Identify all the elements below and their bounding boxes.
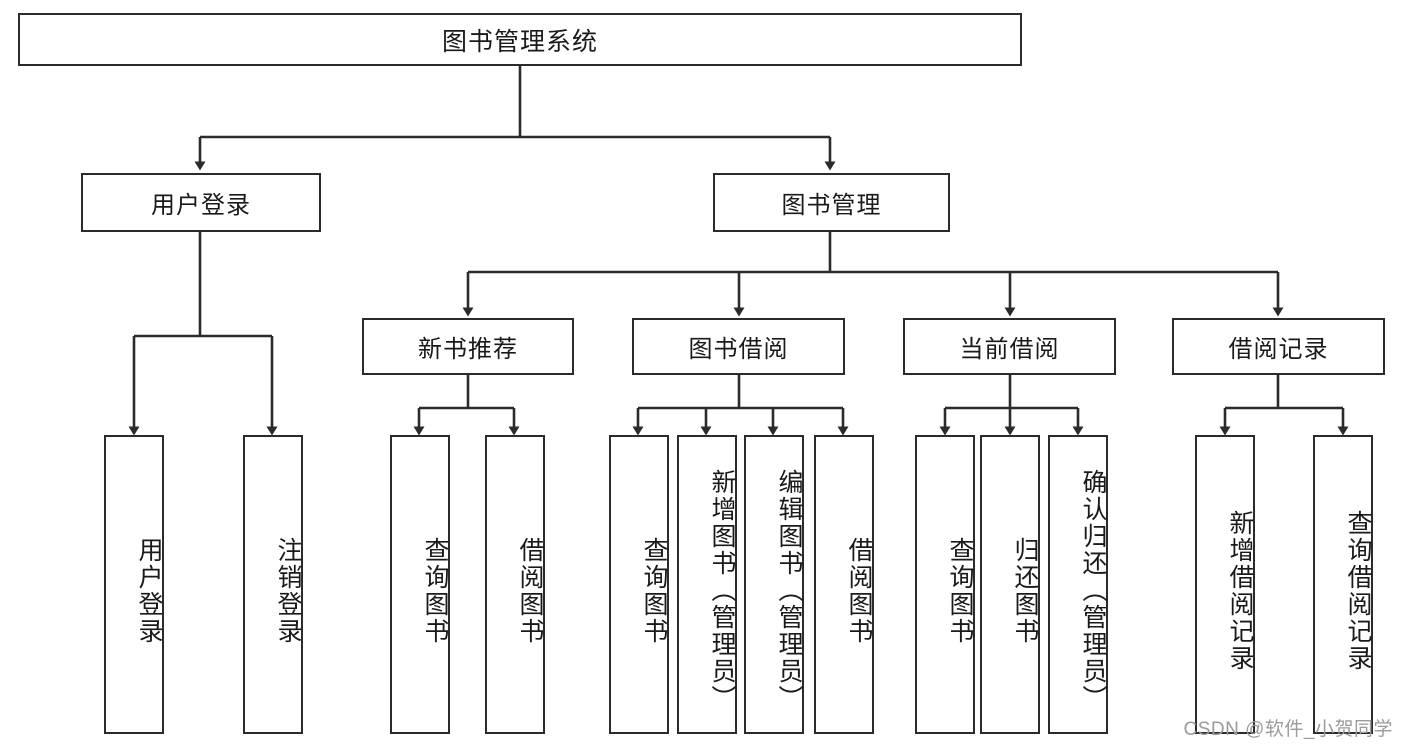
leaf-logout[interactable]: 注销登录 <box>243 435 303 734</box>
node-label: 用户登录 <box>151 192 251 219</box>
node-label: 归还图书 <box>1011 536 1039 645</box>
node-borrow-record[interactable]: 借阅记录 <box>1172 318 1385 375</box>
node-label: 确认归还（管理员） <box>1079 469 1107 712</box>
node-label: 图书管理系统 <box>441 27 598 56</box>
node-label: 图书管理 <box>781 192 882 219</box>
node-label: 新增借阅记录 <box>1226 509 1254 672</box>
leaf-borrow-book[interactable]: 借阅图书 <box>814 435 874 734</box>
node-book-management[interactable]: 图书管理 <box>713 173 950 232</box>
leaf-user-login[interactable]: 用户登录 <box>104 435 164 734</box>
leaf-add-borrow-record[interactable]: 新增借阅记录 <box>1195 435 1255 734</box>
node-label: 查询借阅记录 <box>1344 509 1372 672</box>
node-label: 借阅图书 <box>845 536 873 645</box>
node-label: 新书推荐 <box>418 336 518 363</box>
leaf-confirm-return-admin[interactable]: 确认归还（管理员） <box>1048 435 1108 734</box>
node-user-login[interactable]: 用户登录 <box>81 173 321 232</box>
leaf-borrow-book-recommend[interactable]: 借阅图书 <box>485 435 545 734</box>
node-label: 查询图书 <box>946 536 974 645</box>
leaf-query-borrow-record[interactable]: 查询借阅记录 <box>1313 435 1373 734</box>
leaf-add-book-admin[interactable]: 新增图书（管理员） <box>677 435 737 734</box>
node-label: 借阅记录 <box>1228 336 1329 363</box>
node-label: 查询图书 <box>640 536 668 645</box>
node-label: 查询图书 <box>421 536 449 645</box>
node-root-system[interactable]: 图书管理系统 <box>18 13 1022 66</box>
node-label: 用户登录 <box>135 536 163 645</box>
leaf-return-book[interactable]: 归还图书 <box>980 435 1040 734</box>
node-current-borrow[interactable]: 当前借阅 <box>903 318 1116 375</box>
node-label: 注销登录 <box>274 536 302 645</box>
watermark-text: CSDN @软件_小贺同学 <box>1183 719 1393 740</box>
leaf-edit-book-admin[interactable]: 编辑图书（管理员） <box>744 435 804 734</box>
node-label: 借阅图书 <box>516 536 544 645</box>
leaf-query-book-recommend[interactable]: 查询图书 <box>390 435 450 734</box>
node-label: 图书借阅 <box>688 336 789 363</box>
leaf-query-book-borrow[interactable]: 查询图书 <box>609 435 669 734</box>
node-new-book-recommend[interactable]: 新书推荐 <box>362 318 574 375</box>
node-label: 当前借阅 <box>959 336 1060 363</box>
node-label: 编辑图书（管理员） <box>775 469 803 712</box>
node-label: 新增图书（管理员） <box>708 469 736 712</box>
node-book-borrow[interactable]: 图书借阅 <box>632 318 845 375</box>
leaf-query-book-current[interactable]: 查询图书 <box>915 435 975 734</box>
